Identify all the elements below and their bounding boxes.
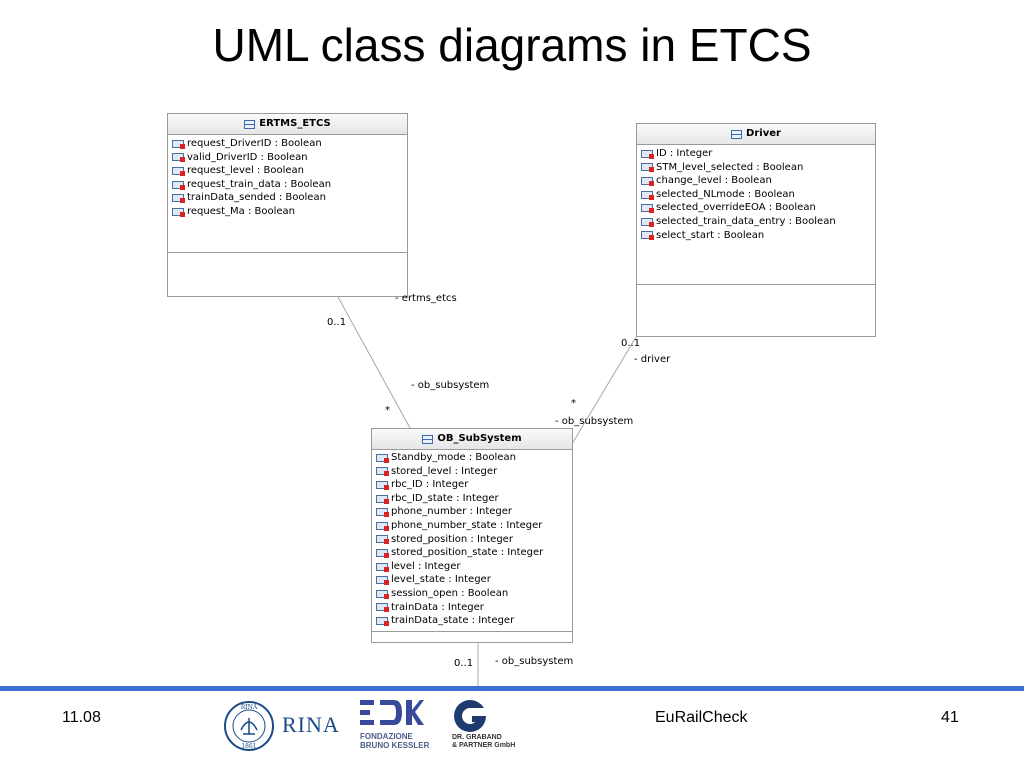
attribute-icon (376, 562, 389, 572)
attribute-icon (376, 603, 389, 613)
class-icon (422, 434, 434, 444)
role-label-bottom: - ob_subsystem (495, 656, 574, 667)
attribute-icon (376, 535, 389, 545)
footer-page-number: 41 (941, 709, 959, 726)
role-label-ertms: - ertms_etcs (395, 293, 457, 304)
attribute-icon (641, 204, 654, 214)
attribute-row: session_open : Boolean (376, 587, 568, 601)
attribute-icon (172, 139, 185, 149)
attribute-row: ID : Integer (641, 147, 871, 161)
class-icon (731, 129, 743, 139)
attribute-icon (376, 508, 389, 518)
fbk-logo-icon (360, 700, 424, 725)
attribute-icon (376, 548, 389, 558)
graband-logo-icon (454, 700, 486, 732)
attribute-row: level_state : Integer (376, 573, 568, 587)
assoc-driver-obs (571, 336, 637, 445)
attribute-icon (172, 166, 185, 176)
attribute-row: request_DriverID : Boolean (172, 137, 403, 151)
class-header: ERTMS_ETCS (168, 114, 407, 135)
attribute-row: phone_number : Integer (376, 505, 568, 519)
multiplicity-bottom: 0..1 (454, 658, 474, 669)
attribute-compartment: Standby_mode : Boolean stored_level : In… (372, 450, 572, 632)
attribute-row: trainData : Integer (376, 601, 568, 615)
attribute-icon (172, 207, 185, 217)
class-ertms-etcs[interactable]: ERTMS_ETCS request_DriverID : Boolean va… (167, 113, 408, 297)
multiplicity-driver: 0..1 (621, 338, 641, 349)
attribute-row: stored_position : Integer (376, 533, 568, 547)
attribute-icon (641, 163, 654, 173)
attribute-compartment: ID : Integer STM_level_selected : Boolea… (637, 145, 875, 285)
attribute-row: select_start : Boolean (641, 229, 871, 243)
multiplicity-ertms: 0..1 (327, 317, 347, 328)
slide-title: UML class diagrams in ETCS (212, 19, 812, 71)
attribute-compartment: request_DriverID : Boolean valid_DriverI… (168, 135, 407, 253)
footer-center-text: EuRailCheck (655, 709, 748, 726)
attribute-row: phone_number_state : Integer (376, 519, 568, 533)
class-header: OB_SubSystem (372, 429, 572, 450)
attribute-icon (641, 149, 654, 159)
attribute-icon (641, 190, 654, 200)
class-name: ERTMS_ETCS (259, 118, 331, 129)
class-driver[interactable]: Driver ID : Integer STM_level_selected :… (636, 123, 876, 337)
footer-divider (0, 686, 1024, 691)
attribute-row: selected_train_data_entry : Boolean (641, 215, 871, 229)
graband-logo-text: DR. GRABAND & PARTNER GmbH (452, 734, 516, 749)
attribute-icon (376, 589, 389, 599)
class-ob-subsystem[interactable]: OB_SubSystem Standby_mode : Boolean stor… (371, 428, 573, 643)
attribute-row: trainData_sended : Boolean (172, 191, 403, 205)
rina-logo-icon: RINA 1861 (224, 701, 274, 751)
rina-logo-text: RINA (282, 712, 340, 737)
attribute-icon (641, 231, 654, 241)
attribute-icon (172, 180, 185, 190)
attribute-row: request_Ma : Boolean (172, 205, 403, 219)
attribute-icon (376, 453, 389, 463)
attribute-row: valid_DriverID : Boolean (172, 151, 403, 165)
attribute-icon (376, 480, 389, 490)
role-label-obs-left: - ob_subsystem (411, 380, 490, 391)
attribute-row: request_train_data : Boolean (172, 178, 403, 192)
role-label-driver: - driver (634, 354, 671, 365)
class-icon (244, 119, 256, 129)
attribute-row: selected_NLmode : Boolean (641, 188, 871, 202)
attribute-row: level : Integer (376, 560, 568, 574)
attribute-row: stored_position_state : Integer (376, 546, 568, 560)
svg-text:1861: 1861 (241, 743, 256, 750)
svg-text:RINA: RINA (241, 704, 258, 711)
class-name: Driver (746, 128, 781, 139)
attribute-icon (376, 521, 389, 531)
fbk-logo-text: FONDAZIONE BRUNO KESSLER (360, 732, 430, 750)
class-name: OB_SubSystem (437, 433, 522, 444)
attribute-icon (376, 494, 389, 504)
attribute-row: request_level : Boolean (172, 164, 403, 178)
multiplicity-obs-left: * (385, 405, 390, 416)
attribute-row: selected_overrideEOA : Boolean (641, 201, 871, 215)
class-header: Driver (637, 124, 875, 145)
attribute-row: STM_level_selected : Boolean (641, 161, 871, 175)
attribute-icon (376, 467, 389, 477)
role-label-obs-right: - ob_subsystem (555, 416, 634, 427)
attribute-row: Standby_mode : Boolean (376, 451, 568, 465)
attribute-row: rbc_ID : Integer (376, 478, 568, 492)
attribute-icon (376, 576, 389, 586)
attribute-row: change_level : Boolean (641, 174, 871, 188)
attribute-icon (641, 217, 654, 227)
footer-date: 11.08 (62, 709, 101, 726)
attribute-icon (376, 616, 389, 626)
assoc-ertms-obs (337, 296, 411, 429)
attribute-row: stored_level : Integer (376, 465, 568, 479)
attribute-icon (172, 194, 185, 204)
multiplicity-obs-right: * (571, 398, 576, 409)
attribute-row: trainData_state : Integer (376, 614, 568, 628)
attribute-row: rbc_ID_state : Integer (376, 492, 568, 506)
attribute-icon (172, 153, 185, 163)
attribute-icon (641, 176, 654, 186)
